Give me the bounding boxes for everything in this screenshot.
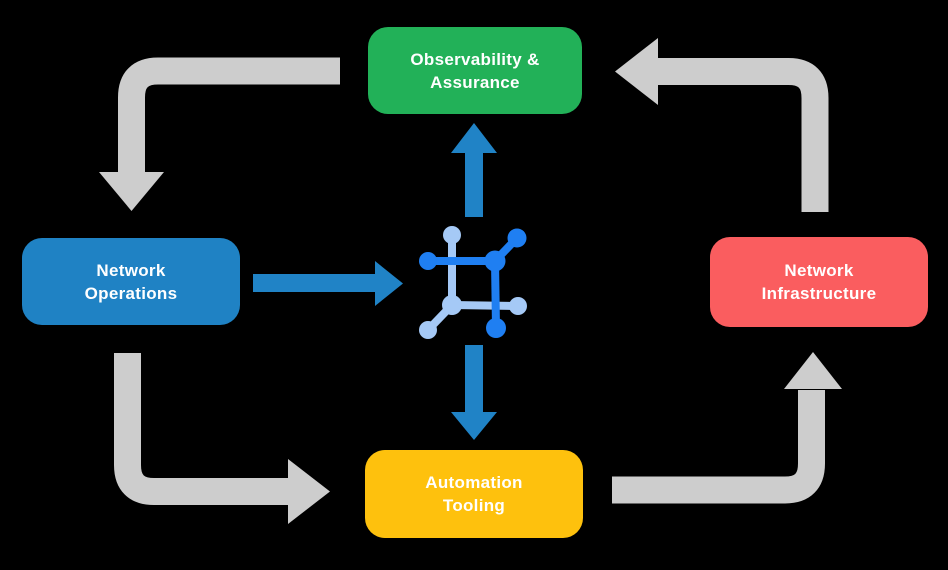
- arrow-infrastructure-to-observability: [615, 38, 829, 212]
- mesh-line: [451, 301, 519, 310]
- node-label-line1: Automation: [425, 473, 523, 492]
- arrow-automation-to-infrastructure: [612, 352, 842, 504]
- node-network-operations: Network Operations: [22, 238, 240, 325]
- node-label-line2: Assurance: [430, 72, 520, 92]
- node-network-infrastructure: Network Infrastructure: [710, 237, 928, 327]
- mesh-node: [419, 252, 437, 270]
- node-label-line2: Operations: [84, 283, 178, 303]
- arrow-center-to-automation: [451, 345, 497, 440]
- mesh-node: [507, 228, 527, 248]
- node-automation-tooling: Automation Tooling: [365, 450, 583, 538]
- mesh-dark-group: [419, 228, 527, 338]
- node-label-line2: Tooling: [442, 496, 506, 515]
- mesh-node: [486, 318, 506, 338]
- node-observability-assurance: Observability & Assurance: [368, 27, 582, 114]
- arrow-shaft: [612, 390, 825, 504]
- mesh-node: [419, 321, 437, 339]
- mesh-node: [509, 297, 527, 315]
- arrow-operations-to-center: [253, 261, 403, 306]
- mesh-light-group: [419, 226, 527, 339]
- node-label-line1: Network: [784, 261, 854, 280]
- network-mesh-icon: [419, 226, 527, 339]
- node-label-line2: Infrastructure: [761, 284, 877, 303]
- mesh-node: [484, 250, 506, 272]
- arrow-head: [784, 352, 842, 389]
- arrow-head: [99, 172, 164, 211]
- mesh-line: [491, 260, 500, 329]
- arrow-center-to-observability: [451, 123, 497, 217]
- arrow-shaft: [114, 353, 290, 505]
- mesh-node: [443, 226, 461, 244]
- arrow-head: [288, 459, 330, 524]
- arrow-observability-to-operations: [99, 57, 340, 211]
- node-label-line1: Observability &: [410, 49, 540, 69]
- arrow-operations-to-automation: [114, 353, 330, 524]
- arrow-head: [615, 38, 658, 105]
- arrow-shaft: [656, 58, 829, 212]
- mesh-node: [442, 295, 462, 315]
- node-label-line1: Network: [96, 260, 166, 280]
- arrow-shaft: [118, 57, 340, 173]
